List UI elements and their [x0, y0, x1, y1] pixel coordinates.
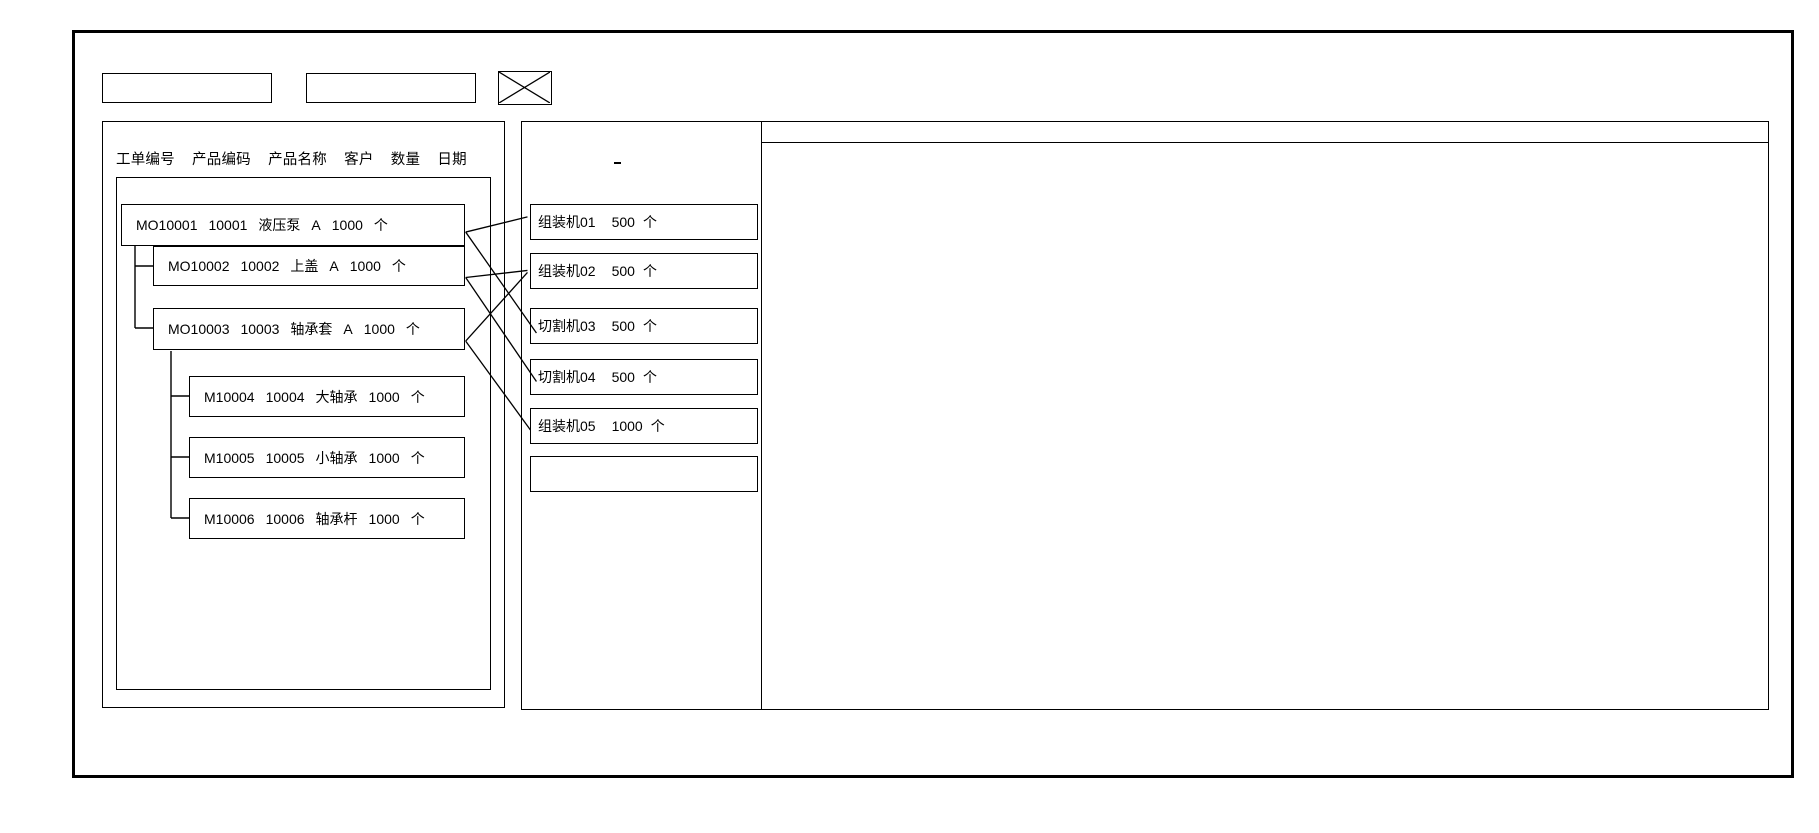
detail-panel	[761, 121, 1769, 710]
tree-row-0[interactable]: MO10001 10001 液压泵 A 1000 个	[121, 204, 465, 246]
tree-row-4-product-code: 10005	[265, 449, 305, 466]
tree-row-2-customer: A	[343, 321, 353, 337]
tree-row-1-quantity: 1000	[349, 258, 381, 274]
machine-box-4[interactable]: 组装机05 1000 个	[530, 408, 758, 444]
machine-box-3[interactable]: 切割机04 500 个	[530, 359, 758, 395]
tree-row-2-product-name: 轴承套	[290, 321, 333, 337]
tree-row-4-unit: 个	[410, 449, 425, 466]
tree-row-5[interactable]: M10006 10006 轴承杆 1000 个	[189, 498, 465, 539]
tree-row-1[interactable]: MO10002 10002 上盖 A 1000 个	[153, 246, 465, 286]
column-header-product-code: 产品编码	[192, 152, 251, 168]
tree-row-0-customer: A	[311, 217, 321, 233]
column-header-product-name: 产品名称	[268, 152, 327, 168]
machine-box-0-quantity: 500	[611, 214, 635, 230]
machine-allocation-panel: 组装机01 500 个 组装机02 500 个 切割机03 500 个 切割机0…	[521, 121, 761, 710]
machine-box-0-name: 组装机01	[538, 214, 596, 230]
work-order-tree: MO10001 10001 液压泵 A 1000 个 MO10002 10002…	[116, 177, 491, 690]
column-header-date: 日期	[437, 152, 467, 168]
tree-row-4-order-no: M10005	[204, 449, 255, 466]
machine-box-3-name: 切割机04	[538, 369, 596, 385]
column-header-customer: 客户	[344, 152, 374, 168]
machine-box-3-quantity: 500	[611, 369, 635, 385]
machine-box-0-unit: 个	[642, 214, 657, 230]
column-header-order-no: 工单编号	[116, 152, 175, 168]
tree-row-5-product-name: 轴承杆	[315, 510, 358, 527]
tree-row-5-quantity: 1000	[368, 510, 400, 527]
tree-row-1-customer: A	[329, 258, 339, 274]
detail-panel-header	[762, 142, 1768, 143]
tree-row-0-product-code: 10001	[208, 217, 248, 233]
machine-box-4-name: 组装机05	[538, 418, 596, 434]
machine-box-3-unit: 个	[642, 369, 657, 385]
machine-box-4-unit: 个	[650, 418, 665, 434]
machine-box-2-quantity: 500	[611, 318, 635, 334]
tree-row-3-quantity: 1000	[368, 388, 400, 405]
tree-row-4-product-name: 小轴承	[315, 449, 358, 466]
tree-row-5-unit: 个	[410, 510, 425, 527]
tree-row-2-order-no: MO10003	[168, 321, 230, 337]
panels-container: 工单编号 产品编码 产品名称 客户 数量 日期	[102, 121, 1769, 747]
tree-row-0-product-name: 液压泵	[258, 217, 301, 233]
panel-marker-dash	[614, 162, 621, 164]
tree-row-3-product-name: 大轴承	[315, 388, 358, 405]
machine-box-5-empty[interactable]	[530, 456, 758, 492]
machine-box-2[interactable]: 切割机03 500 个	[530, 308, 758, 344]
crossed-box-icon[interactable]	[498, 71, 552, 105]
tree-row-4-quantity: 1000	[368, 449, 400, 466]
toolbar-field-2[interactable]	[306, 73, 476, 103]
work-order-column-headers: 工单编号 产品编码 产品名称 客户 数量 日期	[116, 148, 467, 169]
tree-row-2[interactable]: MO10003 10003 轴承套 A 1000 个	[153, 308, 465, 350]
machine-box-1-quantity: 500	[611, 263, 635, 279]
crossed-box-glyph	[499, 72, 550, 103]
tree-row-3-product-code: 10004	[265, 388, 305, 405]
machine-box-2-unit: 个	[642, 318, 657, 334]
tree-row-1-product-name: 上盖	[290, 258, 319, 274]
machine-box-1[interactable]: 组装机02 500 个	[530, 253, 758, 289]
machine-box-1-unit: 个	[642, 263, 657, 279]
work-order-panel: 工单编号 产品编码 产品名称 客户 数量 日期	[102, 121, 505, 708]
tree-row-1-product-code: 10002	[240, 258, 280, 274]
machine-box-0[interactable]: 组装机01 500 个	[530, 204, 758, 240]
tree-row-1-unit: 个	[391, 258, 406, 274]
tree-row-1-order-no: MO10002	[168, 258, 230, 274]
tree-row-0-order-no: MO10001	[136, 217, 198, 233]
tree-row-2-product-code: 10003	[240, 321, 280, 337]
machine-box-1-name: 组装机02	[538, 263, 596, 279]
tree-row-2-quantity: 1000	[363, 321, 395, 337]
tree-row-0-unit: 个	[373, 217, 388, 233]
machine-box-2-name: 切割机03	[538, 318, 596, 334]
column-header-quantity: 数量	[390, 152, 421, 168]
tree-row-5-product-code: 10006	[265, 510, 305, 527]
tree-row-2-unit: 个	[405, 321, 420, 337]
application-window: 工单编号 产品编码 产品名称 客户 数量 日期	[72, 30, 1794, 778]
machine-box-4-quantity: 1000	[611, 418, 643, 434]
tree-row-5-order-no: M10006	[204, 510, 255, 527]
tree-row-3-unit: 个	[410, 388, 425, 405]
tree-row-3[interactable]: M10004 10004 大轴承 1000 个	[189, 376, 465, 417]
toolbar-field-1[interactable]	[102, 73, 272, 103]
toolbar	[102, 71, 552, 105]
tree-row-0-quantity: 1000	[331, 217, 363, 233]
tree-row-3-order-no: M10004	[204, 388, 255, 405]
detail-panel-body[interactable]	[762, 143, 1768, 709]
tree-row-4[interactable]: M10005 10005 小轴承 1000 个	[189, 437, 465, 478]
